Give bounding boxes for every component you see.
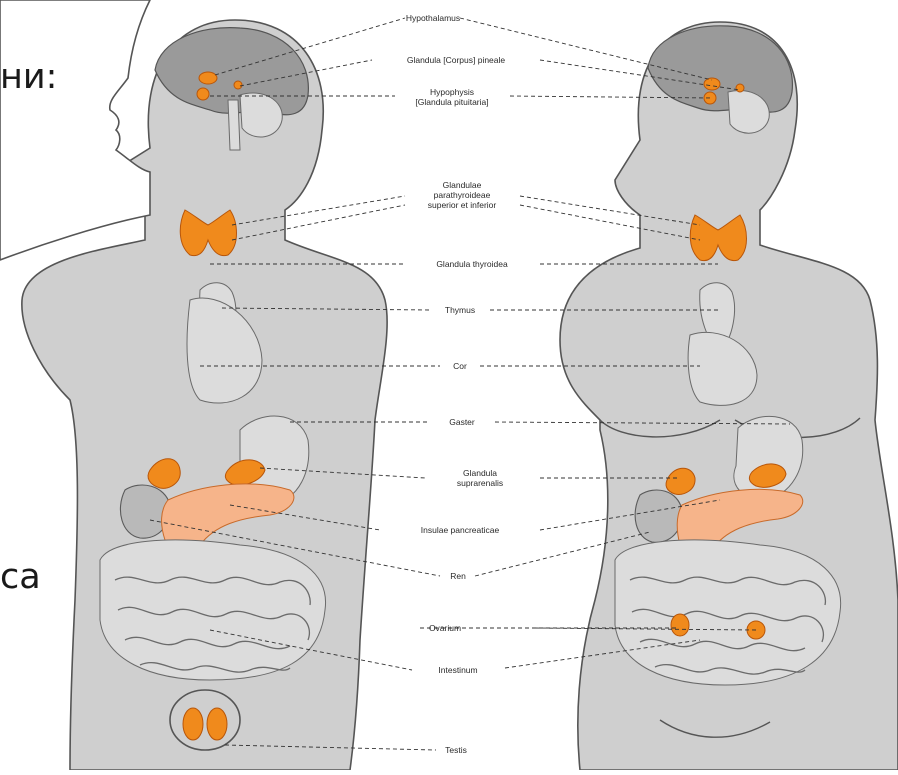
male-pituitary — [197, 88, 209, 100]
slide-text-fragment-bottom: са — [0, 557, 41, 597]
female-ovary-left — [671, 614, 689, 636]
label-hypophysis-sub: [Glandula pituitaria] — [415, 97, 488, 107]
female-ovary-right — [747, 621, 765, 639]
label-thyroid: Glandula thyroidea — [436, 259, 508, 269]
label-hypothalamus: Hypothalamus — [406, 13, 460, 23]
label-thymus: Thymus — [445, 305, 475, 315]
label-pineal: Glandula [Corpus] pineale — [407, 55, 506, 65]
label-ren: Ren — [450, 571, 466, 581]
male-scrotum — [170, 690, 240, 750]
male-hypothalamus — [199, 72, 217, 84]
label-parathyroid-1: Glandulae — [443, 180, 482, 190]
label-cor: Cor — [453, 361, 467, 371]
label-ovarium: Ovarium — [429, 623, 461, 633]
male-testis-left — [183, 708, 203, 740]
label-parathyroid-3: superior et inferior — [428, 200, 497, 210]
label-parathyroid-2: parathyroideae — [434, 190, 491, 200]
label-suprarenal-2: suprarenalis — [457, 478, 503, 488]
male-testis-right — [207, 708, 227, 740]
label-suprarenal-1: Glandula — [463, 468, 497, 478]
male-pineal — [234, 81, 242, 89]
label-gaster: Gaster — [449, 417, 475, 427]
label-intestinum: Intestinum — [438, 665, 477, 675]
male-intestines — [100, 540, 326, 680]
female-pineal — [736, 84, 744, 92]
male-brainstem — [228, 100, 240, 150]
female-intestines — [615, 540, 841, 685]
female-pituitary — [704, 92, 716, 104]
label-insulae: Insulae pancreaticae — [421, 525, 500, 535]
slide-text-fragment-top: ни: — [0, 57, 57, 97]
label-hypophysis: Hypophysis — [430, 87, 474, 97]
label-testis: Testis — [445, 745, 467, 755]
female-kidney-left — [635, 490, 682, 542]
